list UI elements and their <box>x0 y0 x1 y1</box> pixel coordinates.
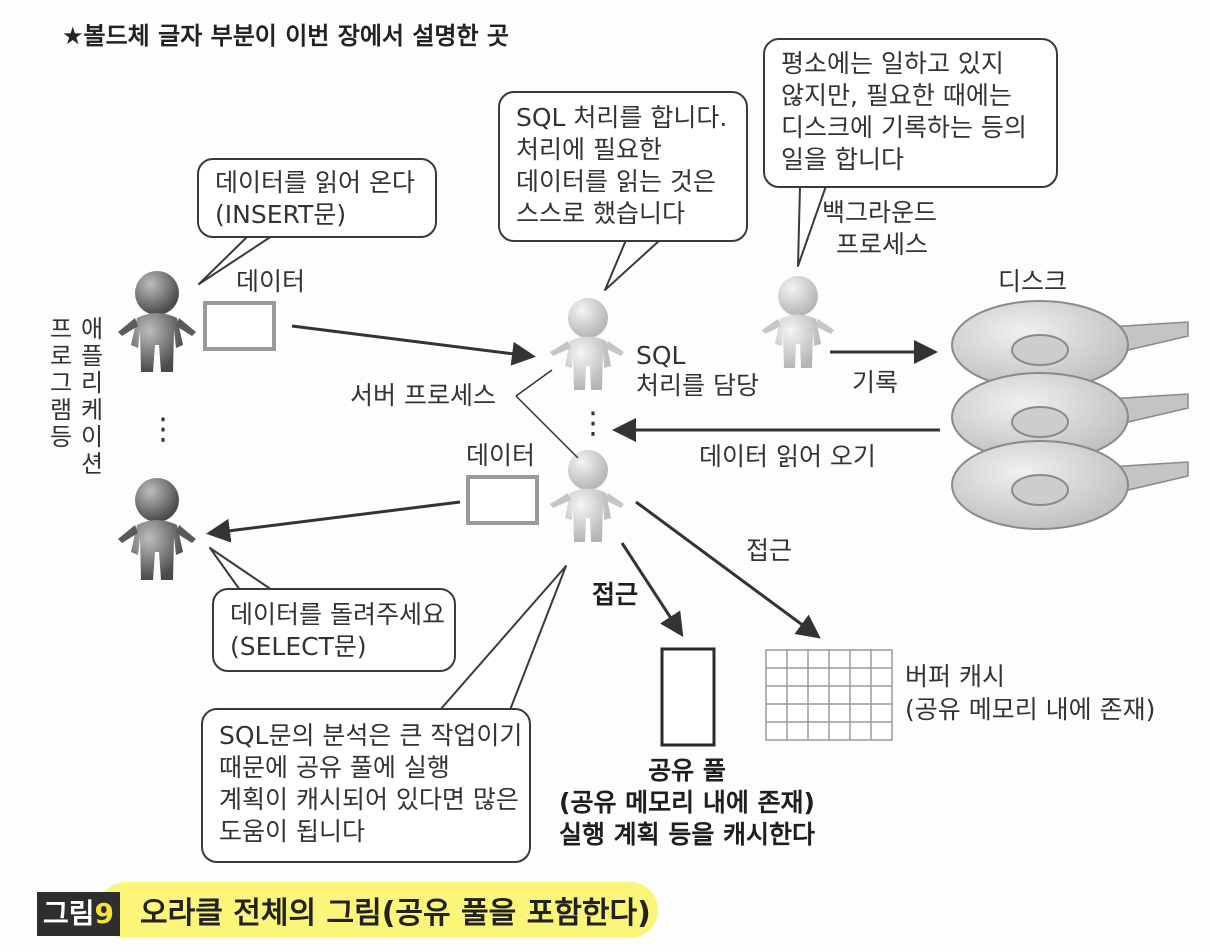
insert-bubble: 데이터를 읽어 온다 (INSERT문) <box>197 158 437 238</box>
arrow-server-to-app <box>206 500 461 543</box>
data-box-bottom <box>466 475 539 525</box>
parse-bubble-line: 도움이 됩니다 <box>219 817 365 846</box>
select-bubble-tail <box>209 547 273 591</box>
server-ellipsis: ⋮ <box>578 406 608 441</box>
insert-bubble-line: 데이터를 읽어 온다 <box>215 168 415 197</box>
application-char: 리 <box>80 369 104 397</box>
application-char: 등 <box>49 423 73 451</box>
parse-bubble-line: 때문에 공유 풀에 실행 <box>219 753 450 782</box>
sql-bubble-line: SQL 처리를 합니다. <box>516 103 728 132</box>
insert-bubble-line: (INSERT문) <box>215 200 347 229</box>
background-process-line: 프로세스 <box>836 230 929 259</box>
application-char: 프 <box>49 315 73 343</box>
shared-pool-line: (공유 메모리 내에 존재) <box>559 788 815 817</box>
select-bubble: 데이터를 돌려주세요 (SELECT문) <box>212 588 456 672</box>
application-char: 션 <box>80 450 104 478</box>
sql-bubble-tail <box>604 239 661 291</box>
arrow-to-shared-pool <box>620 542 684 638</box>
server-process-label: 서버 프로세스 <box>350 381 496 410</box>
sql-bubble-line: 데이터를 읽는 것은 <box>516 167 716 196</box>
read-data-label: 데이터 읽어 오기 <box>699 442 876 471</box>
parse-bubble-line: 계획이 캐시되어 있다면 많은 <box>219 785 519 814</box>
data-box-top <box>203 301 276 351</box>
shared-pool-label: 공유 풀 (공유 메모리 내에 존재) 실행 계획 등을 캐시한다 <box>528 755 846 851</box>
application-char: 이 <box>80 423 104 451</box>
arrow-data-to-server <box>291 324 536 366</box>
access-label-bold: 접근 <box>592 580 639 609</box>
background-bubble-line: 평소에는 일하고 있지 <box>781 49 1004 78</box>
application-char: 플 <box>80 342 104 370</box>
select-bubble-line: 데이터를 돌려주세요 <box>230 600 445 629</box>
sql-bubble-line: 처리에 필요한 <box>516 135 662 164</box>
sql-bubble: SQL 처리를 합니다. 처리에 필요한 데이터를 읽는 것은 스스로 했습니다 <box>498 91 748 242</box>
buffer-cache-label: 버퍼 캐시 (공유 메모리 내에 존재) <box>905 660 1155 726</box>
disk-label: 디스크 <box>998 267 1068 296</box>
server-process-leader <box>515 369 579 459</box>
figure-number: 9 <box>94 897 115 930</box>
parse-bubble: SQL문의 분석은 큰 작업이기 때문에 공유 풀에 실행 계획이 캐시되어 있… <box>201 708 531 863</box>
application-label-col2: 프 로 그 램 등 <box>46 316 76 451</box>
insert-bubble-tail <box>198 235 273 285</box>
page-heading: ★볼드체 글자 부분이 이번 장에서 설명한 곳 <box>62 22 510 50</box>
application-person-bottom <box>118 478 196 580</box>
buffer-cache-grid <box>765 649 893 741</box>
background-process-person <box>762 276 834 368</box>
shared-pool-line: 실행 계획 등을 캐시한다 <box>558 820 816 849</box>
application-char: 케 <box>80 396 104 424</box>
background-bubble-line: 일을 합니다 <box>781 145 904 174</box>
application-char: 애 <box>80 315 104 343</box>
figure-caption: 오라클 전체의 그림(공유 풀을 포함한다) <box>140 896 651 931</box>
application-char: 로 <box>49 342 73 370</box>
background-bubble-line: 않지만, 필요한 때에는 <box>781 81 1012 110</box>
sql-bubble-line: 스스로 했습니다 <box>516 199 685 228</box>
shared-pool-line: 공유 풀 <box>648 756 726 785</box>
application-person-top <box>118 271 196 372</box>
buffer-cache-line: 버퍼 캐시 <box>905 662 1005 691</box>
sql-handler-line: SQL <box>636 341 686 370</box>
data-label-bottom: 데이터 <box>466 441 536 470</box>
figure-label-text: 그림 <box>43 897 95 930</box>
server-process-person-bottom <box>550 450 624 542</box>
select-bubble-line: (SELECT문) <box>230 632 367 661</box>
parse-bubble-line: SQL문의 분석은 큰 작업이기 <box>219 721 523 750</box>
shared-pool-box <box>660 647 716 747</box>
sql-handler-line: 처리를 담당 <box>636 371 759 400</box>
background-bubble-line: 디스크에 기록하는 등의 <box>781 113 1027 142</box>
write-label: 기록 <box>852 368 899 397</box>
server-process-person-top <box>550 298 624 390</box>
background-process-line: 백그라운드 <box>822 198 938 227</box>
app-ellipsis: ⋮ <box>148 412 178 447</box>
arrow-to-buffer-cache <box>635 500 821 639</box>
application-char: 램 <box>49 396 73 424</box>
caption-highlight <box>98 882 658 938</box>
application-char: 그 <box>49 369 73 397</box>
access-label: 접근 <box>746 536 793 565</box>
background-bubble: 평소에는 일하고 있지 않지만, 필요한 때에는 디스크에 기록하는 등의 일을… <box>763 38 1058 188</box>
background-bubble-tail <box>797 185 827 267</box>
background-process-label: 백그라운드 프로세스 <box>822 197 937 261</box>
disk-stack <box>951 300 1189 530</box>
figure-label: 그림9 <box>37 892 121 936</box>
application-label-col1: 애 플 리 케 이 션 <box>77 316 107 478</box>
data-label-top: 데이터 <box>236 267 306 296</box>
sql-handler-label: SQL 처리를 담당 <box>636 341 759 401</box>
parse-bubble-tail <box>439 565 567 711</box>
buffer-cache-line: (공유 메모리 내에 존재) <box>905 695 1156 724</box>
